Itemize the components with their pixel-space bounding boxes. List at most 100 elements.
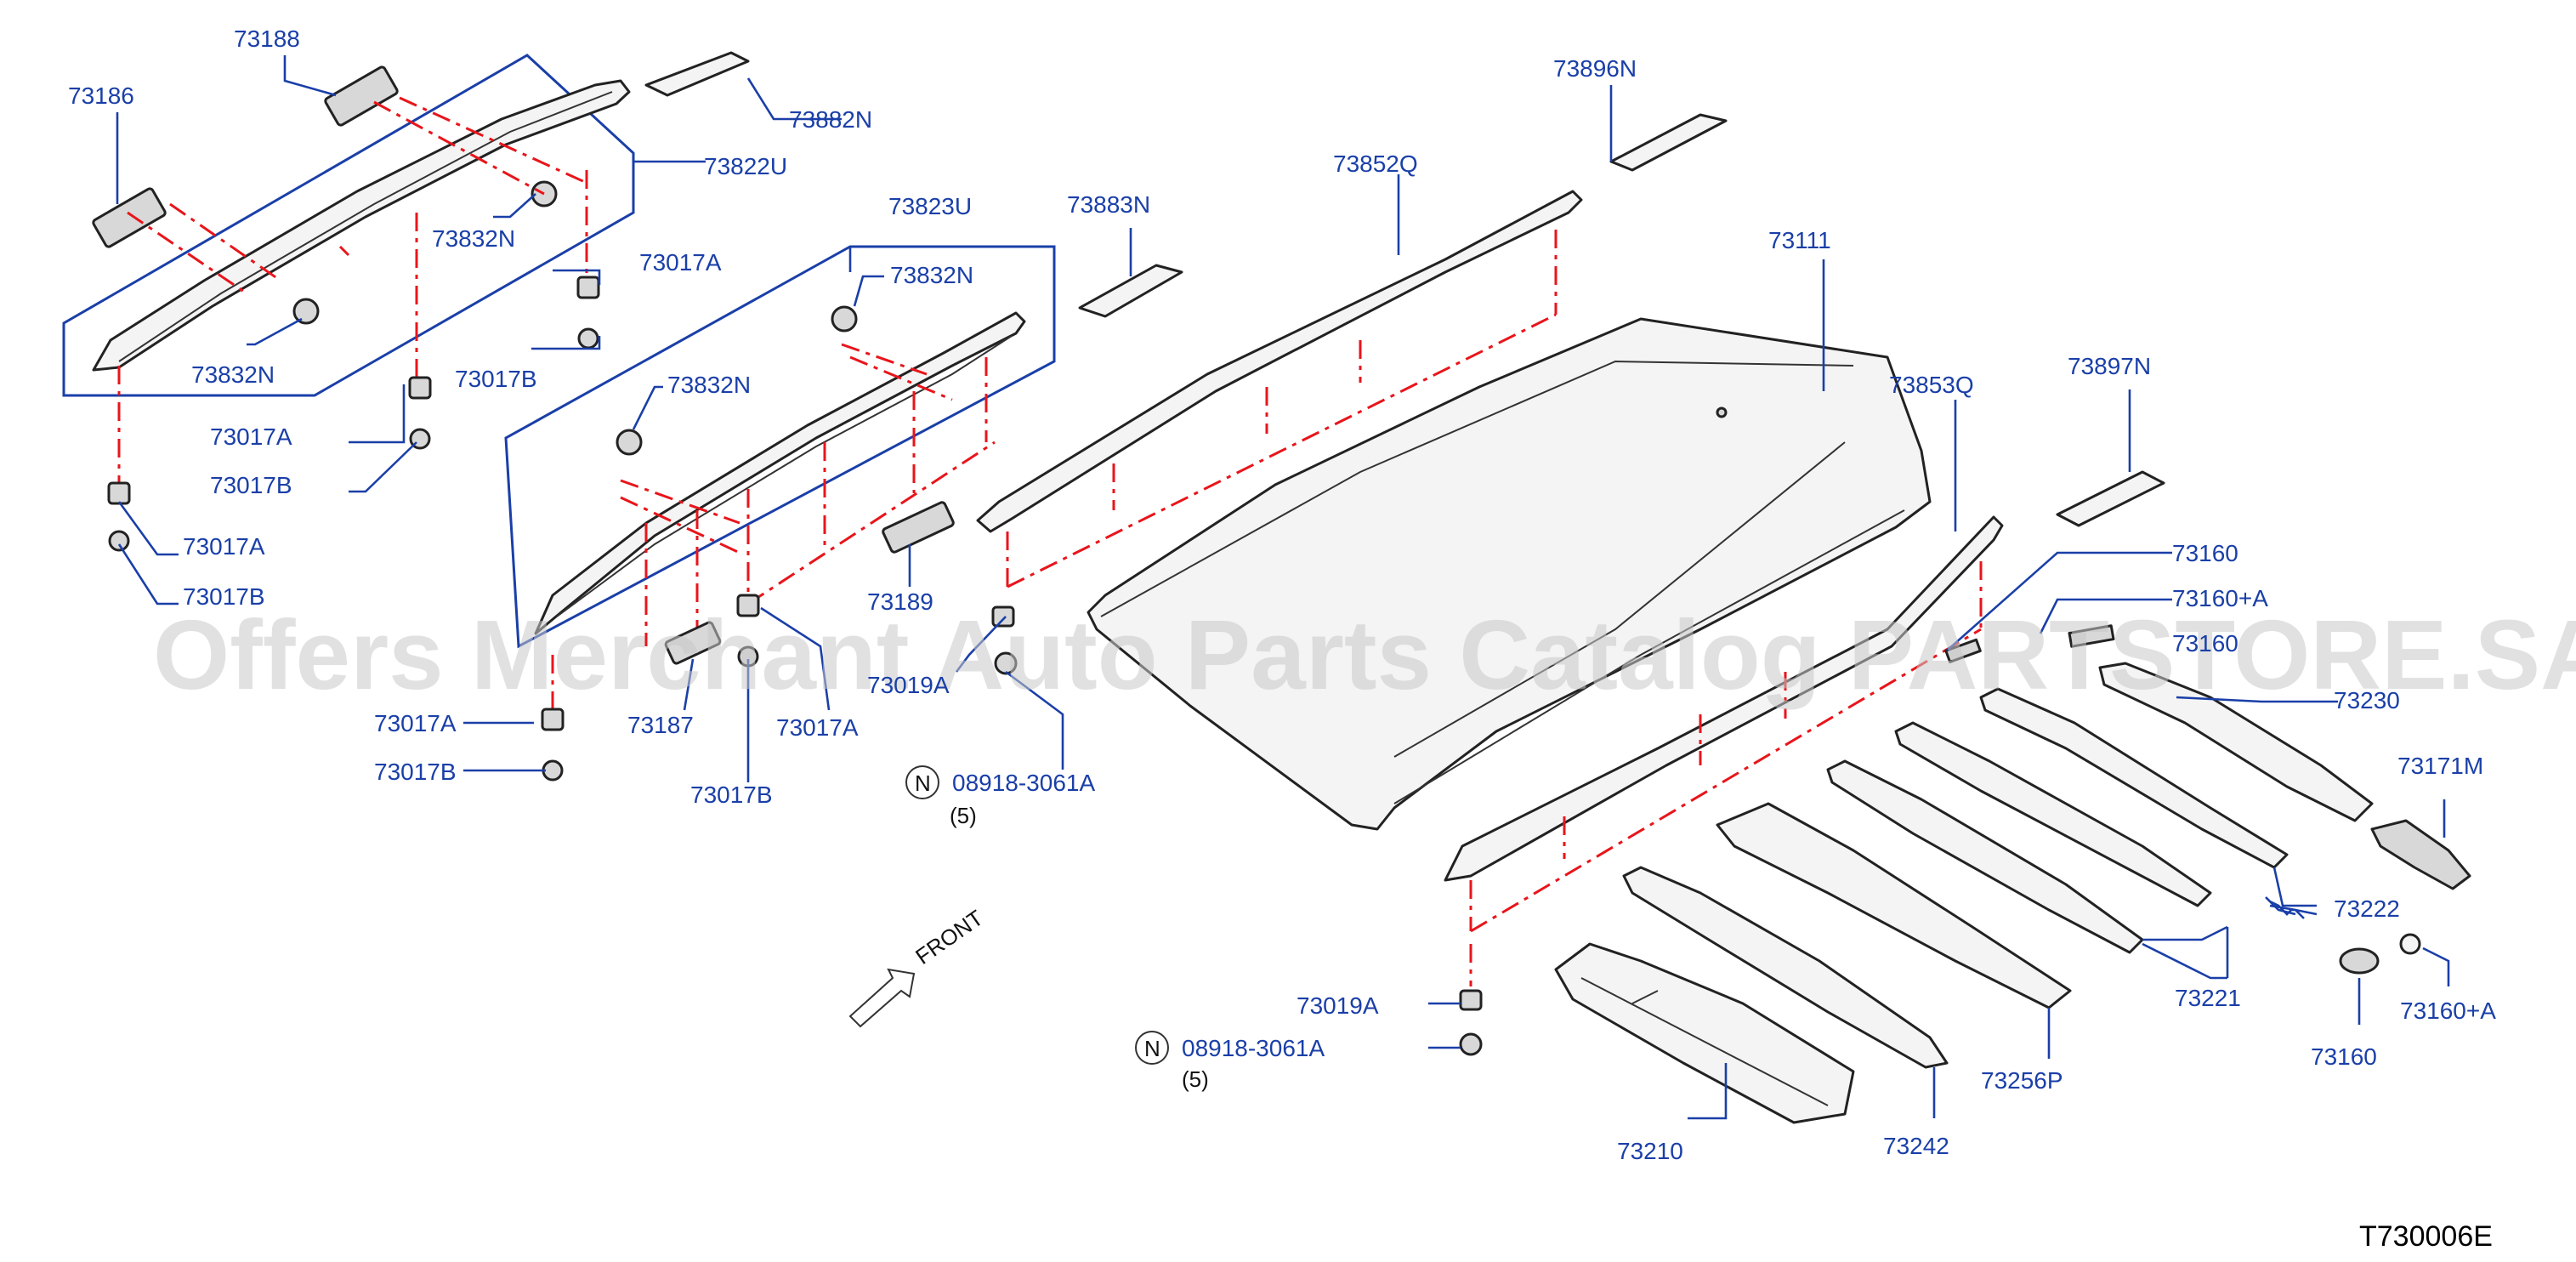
nut-08918-a[interactable]	[994, 651, 1018, 675]
molding-73853Q[interactable]	[1444, 515, 2004, 882]
label-73222[interactable]: 73222	[2334, 895, 2400, 922]
front-arrow: FRONT	[848, 905, 988, 1028]
bow-73221-a[interactable]	[1826, 759, 2144, 954]
label-73019A-a[interactable]: 73019A	[867, 672, 950, 698]
group-box-73822U	[62, 54, 635, 397]
label-73822U[interactable]: 73822U	[704, 153, 787, 179]
label-73230[interactable]: 73230	[2334, 687, 2400, 713]
label-73210[interactable]: 73210	[1617, 1138, 1683, 1164]
label-73186[interactable]: 73186	[68, 82, 134, 109]
label-73853Q[interactable]: 73853Q	[1889, 372, 1974, 398]
dash-line	[117, 96, 588, 493]
bow-73256P[interactable]	[1716, 802, 2072, 1009]
label-73017A-a[interactable]: 73017A	[639, 249, 722, 276]
clip-73189[interactable]	[882, 501, 955, 554]
clip-73188[interactable]	[324, 65, 399, 127]
label-73896N[interactable]: 73896N	[1553, 55, 1637, 82]
label-08918-b[interactable]: 08918-3061A	[1182, 1035, 1325, 1061]
label-73832N-d[interactable]: 73832N	[667, 372, 751, 398]
clip-73187[interactable]	[664, 621, 722, 665]
nut-73832N-c[interactable]	[616, 429, 643, 456]
label-73221[interactable]: 73221	[2175, 985, 2241, 1011]
cover-73883N[interactable]	[1078, 264, 1183, 318]
label-73017B-b[interactable]: 73017B	[210, 472, 292, 498]
label-73832N-c[interactable]: 73832N	[890, 262, 973, 288]
label-73188[interactable]: 73188	[234, 26, 300, 52]
leader	[1129, 85, 2131, 1049]
label-73017B-c[interactable]: 73017B	[183, 583, 265, 610]
washer-73017B-c[interactable]	[108, 530, 130, 552]
clip-73160-bottom[interactable]	[2339, 947, 2380, 975]
label-73017A-b[interactable]: 73017A	[210, 424, 292, 450]
dash-line	[1006, 230, 1558, 588]
bracket-73171M[interactable]	[2370, 819, 2471, 890]
clip-73160A-top[interactable]	[2068, 624, 2115, 648]
label-73256P[interactable]: 73256P	[1981, 1067, 2063, 1094]
washer-73017B-e[interactable]	[542, 759, 564, 782]
nut-08918-b[interactable]	[1459, 1032, 1483, 1056]
bow-73222[interactable]	[1979, 687, 2289, 869]
clip-73160A-bottom[interactable]	[2399, 933, 2421, 955]
label-73160A-a[interactable]: 73160+A	[2172, 585, 2268, 611]
qty-b: (5)	[1182, 1066, 1209, 1092]
roof-rail-73822U[interactable]	[92, 79, 631, 372]
clip-73160-top[interactable]	[1944, 638, 1982, 663]
roof-panel-detail	[1100, 360, 1905, 804]
bolt-73017A-d[interactable]	[736, 594, 760, 617]
label-73017A-d[interactable]: 73017A	[374, 710, 457, 736]
roof-rail-detail	[118, 91, 613, 362]
bow-73230[interactable]	[2098, 662, 2374, 822]
watermark: Offers Merchant Auto Parts Catalog PARTS…	[153, 600, 2576, 710]
nut-73832N-d[interactable]	[831, 305, 858, 333]
bow-73221-b[interactable]	[1894, 721, 2212, 907]
nut-73832N-b[interactable]	[292, 298, 320, 325]
qty-a: (5)	[950, 803, 977, 828]
label-73883N[interactable]: 73883N	[1067, 191, 1150, 218]
label-73160-b[interactable]: 73160	[2311, 1043, 2377, 1070]
label-73017A-e[interactable]: 73017A	[776, 714, 859, 741]
label-73160-hidden[interactable]: 73160	[2172, 630, 2238, 657]
cover-73882N[interactable]	[644, 51, 750, 97]
label-73171M[interactable]: 73171M	[2397, 753, 2483, 779]
roof-panel-73111[interactable]	[1087, 317, 1932, 831]
bolt-73017A-c[interactable]	[107, 481, 131, 505]
clip-73019A-a[interactable]	[991, 605, 1015, 628]
label-08918-a[interactable]: 08918-3061A	[952, 770, 1095, 796]
label-73242[interactable]: 73242	[1883, 1133, 1949, 1159]
roof-rail-73823U[interactable]	[534, 311, 1026, 635]
label-73160A-b[interactable]: 73160+A	[2400, 998, 2496, 1024]
label-73019A-b[interactable]: 73019A	[1297, 992, 1379, 1019]
label-73017B-e[interactable]: 73017B	[690, 782, 773, 808]
molding-73852Q[interactable]	[976, 190, 1583, 533]
part-labels: 73188 73186 73882N 73822U 73832N 73017A …	[68, 26, 2496, 1164]
label-73189[interactable]: 73189	[867, 588, 933, 615]
clip-73019A-b[interactable]	[1459, 989, 1483, 1011]
group-box-73823U	[504, 245, 1056, 649]
roof-rail-detail	[556, 335, 1013, 617]
bow-73242[interactable]	[1622, 866, 1949, 1069]
label-73017B-d[interactable]: 73017B	[374, 759, 457, 785]
leader	[1688, 551, 2450, 1120]
label-73832N-b[interactable]: 73832N	[191, 361, 275, 388]
label-73832N-a[interactable]: 73832N	[432, 225, 515, 252]
clip-73186[interactable]	[92, 187, 167, 248]
cover-73897N[interactable]	[2056, 470, 2165, 527]
front-label: FRONT	[911, 905, 988, 969]
label-73160-a[interactable]: 73160	[2172, 540, 2238, 566]
bolt-73017A-a[interactable]	[576, 276, 600, 299]
label-73187[interactable]: 73187	[627, 712, 694, 738]
bolt-73017A-b[interactable]	[408, 376, 432, 400]
label-73882N[interactable]: 73882N	[789, 106, 872, 133]
label-73111[interactable]: 73111	[1768, 227, 1831, 253]
cover-73896N[interactable]	[1609, 113, 1728, 172]
nut-marker-letter: N	[915, 770, 931, 796]
label-73017A-c[interactable]: 73017A	[183, 533, 265, 560]
label-73823U[interactable]: 73823U	[888, 193, 972, 219]
bolt-73017A-e[interactable]	[541, 708, 565, 731]
label-73852Q[interactable]: 73852Q	[1333, 151, 1418, 177]
label-73017B-a[interactable]: 73017B	[455, 366, 537, 392]
rail-73210[interactable]	[1554, 942, 1855, 1124]
washer-73017B-a[interactable]	[577, 327, 599, 350]
label-73897N[interactable]: 73897N	[2068, 353, 2151, 379]
